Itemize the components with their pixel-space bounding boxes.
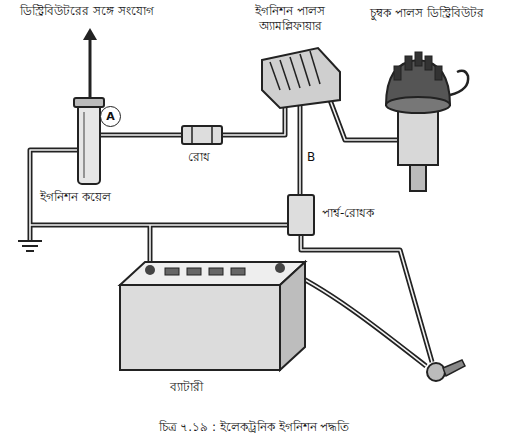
cable [298,106,303,195]
callout-letter: A [106,110,115,123]
cable [149,225,151,266]
cable [222,106,285,135]
cable [148,225,153,266]
distributor-body [398,108,438,165]
tower [435,66,442,80]
cell-cap [187,268,201,275]
battery-front [120,285,280,370]
battery-side [280,262,305,370]
battery-top [120,262,305,285]
tower [405,56,412,70]
part-label: চুম্বক পালস ডিস্ট্রিবিউটর [352,6,502,21]
distributor-shaft [410,165,426,191]
cable [30,224,288,226]
cable [30,223,288,228]
pulse-amplifier [262,48,340,108]
part-label: ইগনিশন কয়েল [40,190,111,205]
cable [222,106,285,135]
switch-key [443,360,465,376]
connection-arrow [89,38,92,98]
cable [100,133,182,138]
cable [301,235,432,362]
cable [301,235,432,362]
fin [290,57,300,88]
ground-symbol [18,241,42,251]
battery-terminal [275,263,285,273]
part-label: রোধ [188,150,210,165]
side-resistor [288,195,314,235]
part-label: পার্শ্ব-রোধক [322,206,374,221]
coil-cap [74,98,104,107]
resistor [182,126,222,144]
cap-rim [386,97,450,113]
resistor-band [191,126,193,144]
cell-cap [231,268,245,275]
cell-cap [165,268,179,275]
cap-towers [394,52,442,80]
part-label: ইগনিশন পালস অ্যামপ্লিফায়ার [240,4,340,34]
tower [425,56,432,70]
fin [270,62,280,90]
amplifier-fins [270,51,320,90]
part-label: ডিস্ট্রিবিউটরের সঙ্গে সংযোগ [20,4,154,19]
figure-caption: চিত্র ৭.১৯ : ইলেকট্রনিক ইগনিশন পদ্ধতি [0,420,508,435]
cell-cap [209,268,223,275]
arrow-head [83,28,97,40]
ignition-switch [427,363,445,381]
coil-shade [83,112,85,178]
resistor-band [211,126,213,144]
part-label: B [307,150,315,165]
cable [100,134,182,136]
cap-clip [450,71,468,95]
callout-circle: A [100,106,121,127]
ground-bar [22,245,38,247]
fin [300,54,310,86]
part-label: ব্যাটারী [170,380,203,395]
ground-bar [18,240,42,242]
ground-bar [26,250,34,252]
ignition-coil [78,104,100,184]
tower [415,52,422,66]
battery-cells [165,268,245,275]
fin [310,51,320,84]
tower [394,66,401,80]
battery-terminal [145,265,155,275]
cable [299,106,301,195]
fin [280,60,290,90]
